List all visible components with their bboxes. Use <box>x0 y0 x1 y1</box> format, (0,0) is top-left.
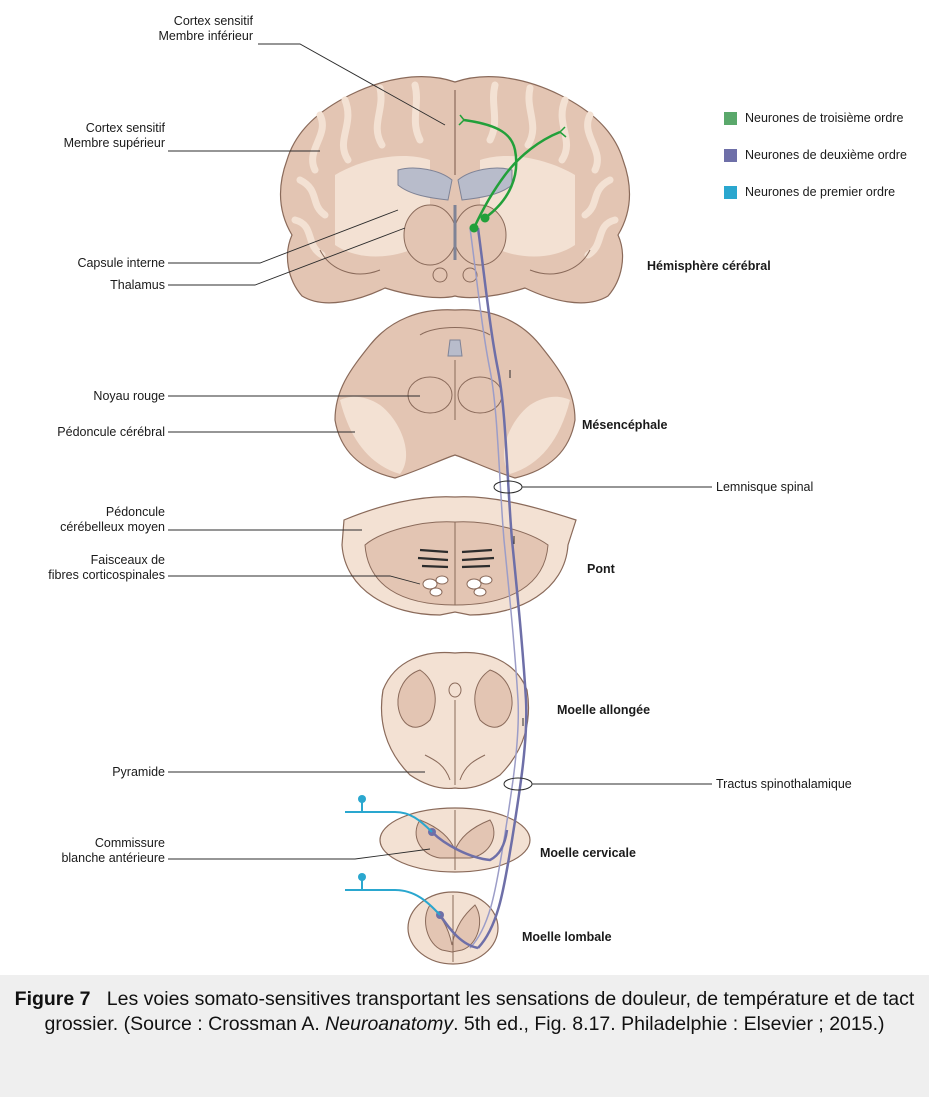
label-cortex-inferieur-line2: Membre inférieur <box>158 29 253 43</box>
first-order-neurons <box>345 795 441 916</box>
legend-swatch-green <box>724 111 737 125</box>
label-pyramide: Pyramide <box>112 765 165 779</box>
lumbar-cord-section <box>407 891 499 965</box>
level-moelle-lombale: Moelle lombale <box>522 930 612 944</box>
diagram-figure: Cortex sensitif Membre inférieur Cortex … <box>20 14 907 965</box>
caption-figure-number: Figure 7 <box>14 988 91 1010</box>
label-cortex-inferieur-line1: Cortex sensitif <box>173 14 253 28</box>
label-capsule-interne: Capsule interne <box>77 256 165 270</box>
caption-book-title: Neuroanatomy <box>325 1013 454 1035</box>
midbrain-section <box>334 309 576 479</box>
label-faisceaux-line1: Faisceaux de <box>90 553 165 567</box>
label-cortex-superieur-line1: Cortex sensitif <box>85 121 165 135</box>
level-mesencephale: Mésencéphale <box>582 418 668 432</box>
third-order-neurons <box>458 114 567 233</box>
pathway-diagram <box>168 43 712 965</box>
legend-label-third-order: Neurones de troisième ordre <box>745 111 904 125</box>
caption-text-2: . 5th ed., Fig. 8.17. Philadelphie : Els… <box>453 1013 885 1035</box>
level-hemisphere: Hémisphère cérébral <box>647 259 771 273</box>
label-commissure-line2: blanche antérieure <box>61 851 165 865</box>
label-pedoncule-cerebral: Pédoncule cérébral <box>57 425 165 439</box>
label-cortex-superieur-line2: Membre supérieur <box>63 136 165 150</box>
figure-caption: Figure 7 Les voies somato-sensitives tra… <box>0 975 929 1097</box>
label-noyau-rouge: Noyau rouge <box>93 389 165 403</box>
label-pcm-line1: Pédoncule <box>105 505 165 519</box>
second-order-tract <box>428 227 528 950</box>
level-moelle-allongee: Moelle allongée <box>557 703 651 717</box>
legend-swatch-purple <box>724 148 737 162</box>
label-lemnisque-spinal: Lemnisque spinal <box>716 480 814 494</box>
medulla-section <box>380 651 530 790</box>
legend-label-second-order: Neurones de deuxième ordre <box>745 148 907 162</box>
legend-item-first-order: Neurones de premier ordre <box>724 185 895 199</box>
legend-swatch-blue <box>724 185 737 199</box>
cerebral-hemisphere-section <box>280 76 630 304</box>
leader-lines <box>168 43 712 860</box>
label-faisceaux-corticospinales: Faisceaux de fibres corticospinales <box>20 553 165 583</box>
level-moelle-cervicale: Moelle cervicale <box>540 846 636 860</box>
cervical-cord-section <box>379 807 531 873</box>
label-cortex-inferieur: Cortex sensitif Membre inférieur <box>130 14 253 44</box>
label-commissure: Commissure blanche antérieure <box>20 836 165 866</box>
tractus-indicator <box>503 777 533 791</box>
label-cortex-superieur: Cortex sensitif Membre supérieur <box>40 121 165 151</box>
level-pont: Pont <box>587 562 615 576</box>
legend-item-third-order: Neurones de troisième ordre <box>724 111 903 125</box>
label-faisceaux-line2: fibres corticospinales <box>48 568 165 582</box>
legend-label-first-order: Neurones de premier ordre <box>745 185 896 199</box>
label-tractus-spinothalamique: Tractus spinothalamique <box>716 777 852 791</box>
pons-section <box>341 496 577 616</box>
label-pcm-line2: cérébelleux moyen <box>60 520 165 534</box>
caption-text-1: Les voies somato-sensitives transportant… <box>44 988 915 1035</box>
label-commissure-line1: Commissure <box>94 836 165 850</box>
label-thalamus: Thalamus <box>110 278 165 292</box>
legend-item-second-order: Neurones de deuxième ordre <box>724 148 907 162</box>
label-pedoncule-cerebelleux-moyen: Pédoncule cérébelleux moyen <box>20 505 165 535</box>
